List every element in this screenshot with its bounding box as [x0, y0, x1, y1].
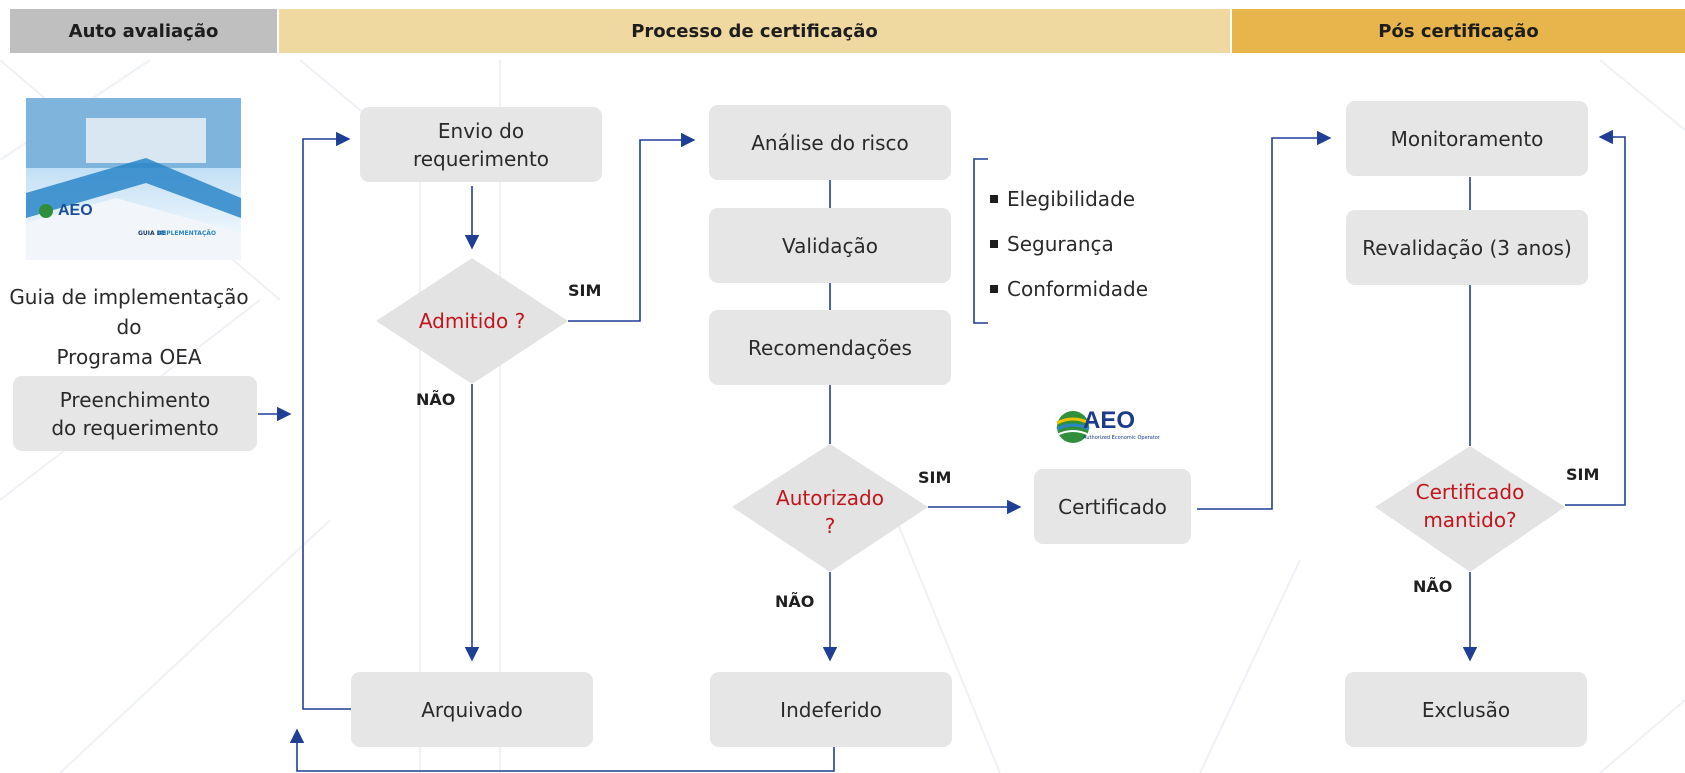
guide-title-prefix: GUIA DE — [138, 230, 166, 237]
decision-mantido: Certificado mantido? — [1415, 480, 1525, 532]
criteria-list: Elegibilidade Segurança Conformidade — [990, 176, 1148, 311]
node-envio: Envio do requerimento — [360, 107, 602, 182]
label-autorizado-sim: SIM — [918, 468, 952, 487]
label-admitido-nao: NÃO — [416, 390, 456, 409]
criteria-item: Segurança — [990, 221, 1148, 266]
arrow-arquivado-envio — [302, 131, 375, 710]
node-arquivado: Arquivado — [351, 672, 593, 747]
header-pos-certificacao: Pós certificação — [1232, 9, 1685, 53]
arrow-certificado-monitoramento — [1197, 130, 1332, 510]
guide-caption: Guia de implementação do Programa OEA — [9, 285, 249, 369]
bullet-icon — [990, 239, 998, 248]
aeo-logo-mark — [1056, 411, 1090, 443]
guide-logo-text: AEO — [58, 202, 93, 219]
decision-autorizado: Autorizado ? — [776, 486, 884, 538]
node-preenchimento: Preenchimento do requerimento — [13, 376, 257, 451]
diamond-admitido — [376, 258, 568, 384]
label-admitido-sim: SIM — [568, 281, 602, 300]
criteria-label: Elegibilidade — [1007, 186, 1136, 211]
decision-admitido: Admitido ? — [418, 309, 526, 333]
arrow-indeferido-loop — [289, 728, 835, 772]
bullet-icon — [990, 194, 998, 203]
node-indeferido: Indeferido — [710, 672, 952, 747]
aeo-logo: AEO Authorized Economic Operator — [1055, 407, 1160, 447]
aeo-logo-subtitle: Authorized Economic Operator — [1083, 435, 1160, 441]
bullet-icon — [990, 284, 998, 293]
criteria-label: Segurança — [1007, 231, 1114, 256]
diamond-mantido — [1375, 446, 1565, 572]
diamond-autorizado — [732, 444, 928, 572]
node-exclusao: Exclusão — [1345, 672, 1587, 747]
label-mantido-sim: SIM — [1566, 465, 1600, 484]
header-processo-certificacao: Processo de certificação — [279, 9, 1230, 53]
aeo-logo-text: AEO — [1083, 407, 1136, 434]
label-mantido-nao: NÃO — [1413, 577, 1453, 596]
arrow-mantido-monitoramento — [1565, 129, 1626, 506]
criteria-label: Conformidade — [1007, 276, 1149, 301]
criteria-bracket — [973, 158, 988, 324]
node-recomendacoes: Recomendações — [709, 310, 951, 385]
header-pos-label: Pós certificação — [1378, 20, 1539, 42]
criteria-item: Elegibilidade — [990, 176, 1148, 221]
label-autorizado-nao: NÃO — [775, 592, 815, 611]
guide-title-highlight: IMPLEMENTAÇÃO — [158, 230, 217, 237]
criteria-item: Conformidade — [990, 266, 1148, 311]
header-auto-avaliacao: Auto avaliação — [10, 9, 277, 53]
arrow-admitido-analise — [568, 132, 696, 322]
header-auto-label: Auto avaliação — [68, 20, 219, 42]
guide-cover-illustration — [26, 98, 241, 260]
node-validacao: Validação — [709, 208, 951, 283]
node-monitoramento: Monitoramento — [1346, 101, 1588, 176]
node-certificado: Certificado — [1034, 469, 1191, 544]
guide-cover-image: AEO GUIA DE IMPLEMENTAÇÃO — [26, 98, 241, 260]
node-analise: Análise do risco — [709, 105, 951, 180]
node-revalidacao: Revalidação (3 anos) — [1346, 210, 1588, 285]
header-process-label: Processo de certificação — [631, 20, 878, 42]
